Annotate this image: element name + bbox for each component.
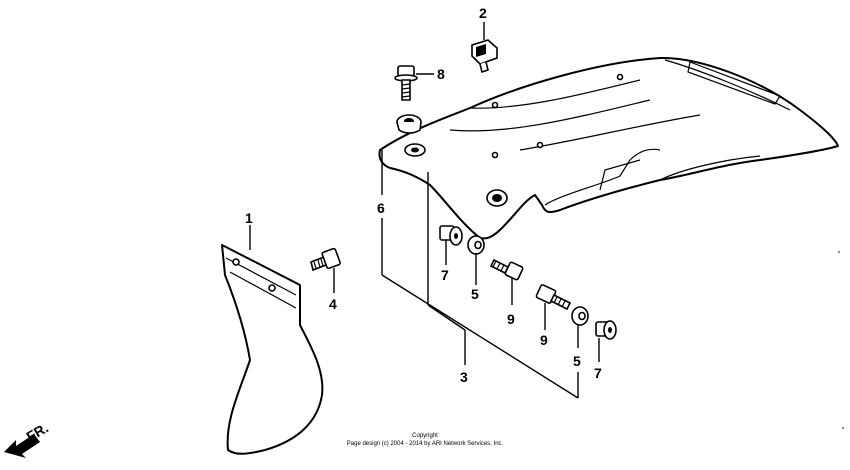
splash-guard-bolt xyxy=(310,247,341,272)
callout-9-right: 9 xyxy=(540,332,548,348)
callout-4: 4 xyxy=(329,296,337,312)
screw-left xyxy=(489,258,524,281)
copyright-line-1: Copyright xyxy=(412,433,438,439)
callout-9-left: 9 xyxy=(507,311,515,327)
front-arrow-icon xyxy=(4,434,40,458)
speck xyxy=(842,427,844,429)
copyright-block: Copyright Page design (c) 2004 - 2014 by… xyxy=(347,433,504,447)
rear-fender xyxy=(378,56,839,240)
callout-7-left: 7 xyxy=(441,267,449,283)
copyright-line-2: Page design (c) 2004 - 2014 by ARI Netwo… xyxy=(347,441,504,447)
speck xyxy=(838,251,840,253)
callout-7-right: 7 xyxy=(594,365,602,381)
rubber-grommet xyxy=(396,114,422,134)
callout-5-left: 5 xyxy=(471,286,479,302)
front-direction-indicator: FR. xyxy=(4,419,51,458)
callout-3: 3 xyxy=(460,369,468,385)
callout-1: 1 xyxy=(245,210,253,226)
callout-numbers: 1 2 3 4 5 5 6 7 7 8 9 9 xyxy=(245,5,602,385)
flange-bolt-top xyxy=(394,65,418,101)
washer-right xyxy=(571,306,589,326)
clip-nut xyxy=(471,39,498,74)
leader-lines xyxy=(249,22,600,399)
washer-left xyxy=(467,235,485,255)
splash-guard xyxy=(221,244,324,455)
collar-nut-right xyxy=(595,320,617,340)
callout-8: 8 xyxy=(437,66,445,82)
collar-nut-left xyxy=(439,225,463,246)
flange-bolt-right xyxy=(535,284,572,311)
callout-2: 2 xyxy=(479,5,487,21)
callout-6: 6 xyxy=(377,200,385,216)
callout-5-right: 5 xyxy=(573,353,581,369)
